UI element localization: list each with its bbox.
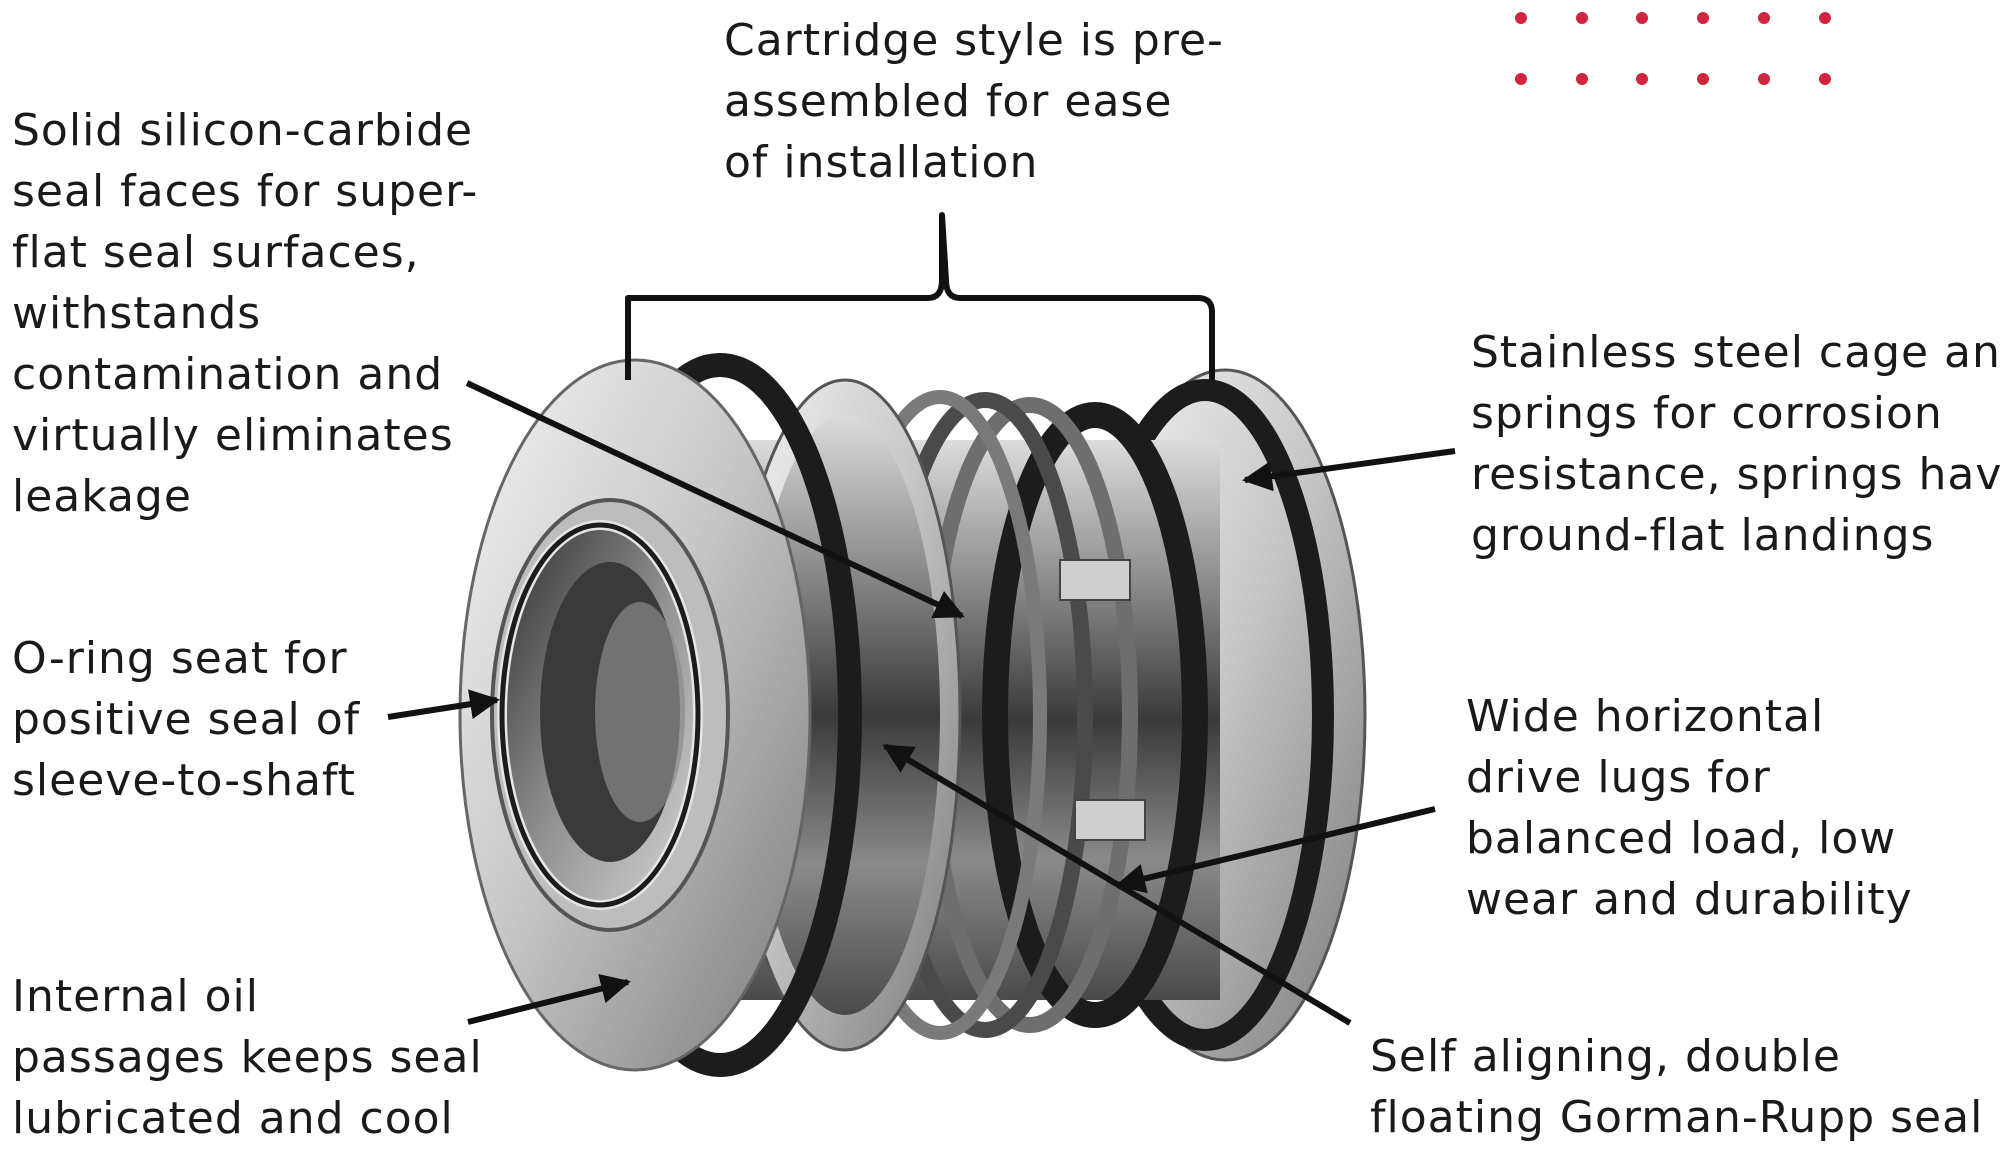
callout-line: contamination and: [12, 349, 444, 400]
callout-line: O-ring seat for: [12, 633, 348, 684]
callout-line: Self aligning, double: [1370, 1031, 1841, 1082]
callout-line: flat seal surfaces,: [12, 227, 420, 278]
callout-line: lubricated and cool: [12, 1093, 454, 1144]
callout-line: Internal oil: [12, 971, 259, 1022]
callout-line: wear and durability: [1466, 874, 1913, 925]
callout-line: positive seal of: [12, 694, 361, 745]
callout-line: sleeve-to-shaft: [12, 755, 356, 806]
callout-line: passages keeps seal: [12, 1032, 483, 1083]
leader-silicon-carbide: [465, 380, 965, 619]
callout-line: Wide horizontal: [1466, 691, 1825, 742]
leader-oring-seat: [387, 689, 500, 720]
callout-line: resistance, springs have: [1471, 449, 2003, 500]
callout-oil-passages: Internal oil passages keeps seal lubrica…: [12, 966, 483, 1149]
callout-line: virtually eliminates: [12, 410, 454, 461]
leader-self-aligning: [882, 743, 1352, 1026]
callout-line: withstands: [12, 288, 262, 339]
callout-line: drive lugs for: [1466, 752, 1771, 803]
leader-oil-passages: [467, 973, 631, 1025]
callout-line: Stainless steel cage and: [1471, 327, 2003, 378]
callout-line: springs for corrosion: [1471, 388, 1943, 439]
callout-line: ground-flat landings: [1471, 510, 1935, 561]
callout-line: Solid silicon-carbide: [12, 105, 474, 156]
leader-stainless-cage: [1242, 448, 1456, 492]
mechanical-seal-photo: [458, 353, 1367, 1077]
callout-line: assembled for ease: [724, 76, 1173, 127]
leader-drive-lugs: [1115, 806, 1436, 894]
red-dot-pattern: [1515, 12, 1831, 85]
callout-line: of installation: [724, 137, 1039, 188]
callout-line: leakage: [12, 471, 192, 522]
callout-cartridge: Cartridge style is pre- assembled for ea…: [724, 10, 1224, 193]
callout-self-aligning: Self aligning, double floating Gorman-Ru…: [1370, 1026, 1983, 1148]
callout-line: balanced load, low: [1466, 813, 1897, 864]
callout-drive-lugs: Wide horizontal drive lugs for balanced …: [1466, 686, 1913, 930]
callout-oring-seat: O-ring seat for positive seal of sleeve-…: [12, 628, 360, 811]
cartridge-bracket: [625, 212, 1215, 380]
callout-stainless-cage: Stainless steel cage and springs for cor…: [1471, 322, 2003, 566]
callout-line: Cartridge style is pre-: [724, 15, 1224, 66]
callout-line: floating Gorman-Rupp seal: [1370, 1092, 1984, 1143]
callout-line: seal faces for super-: [12, 166, 479, 217]
callout-silicon-carbide: Solid silicon-carbide seal faces for sup…: [12, 100, 478, 527]
